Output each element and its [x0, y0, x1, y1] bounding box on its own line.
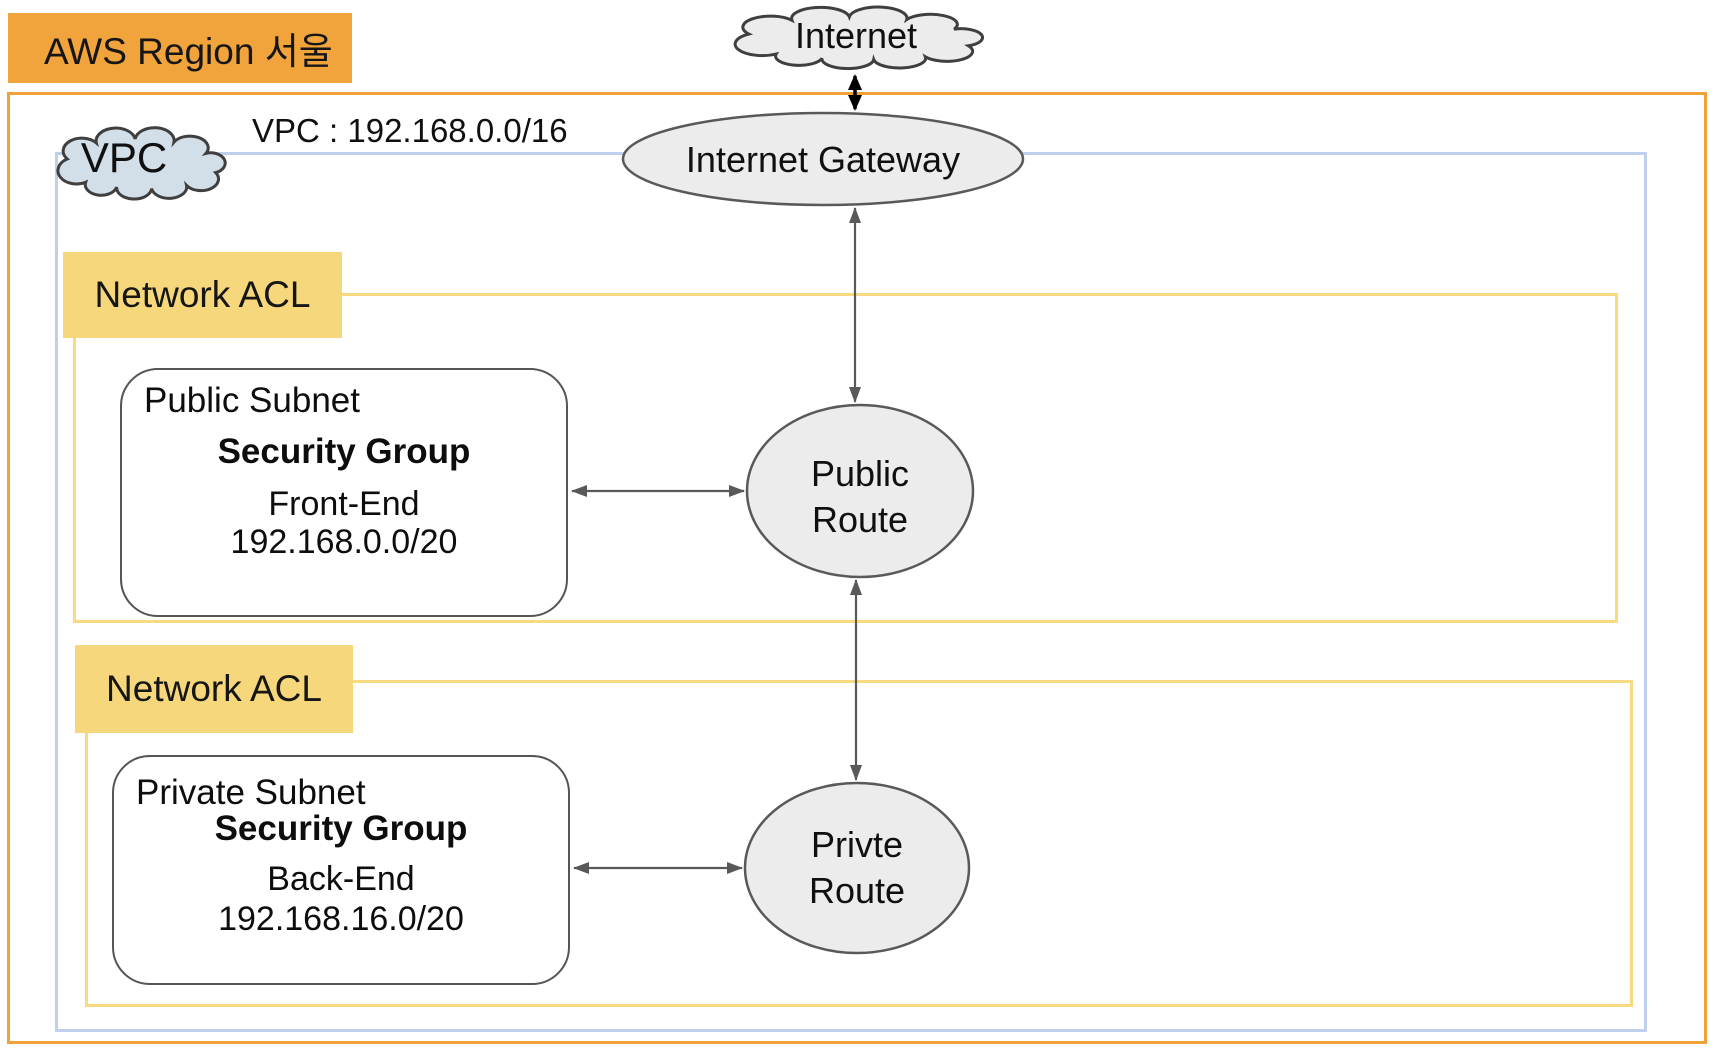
public-subnet-box: Public Subnet Security Group Front-End 1… — [120, 368, 568, 617]
private-security-group-label: Security Group — [214, 809, 468, 848]
network-acl-label-public: Network ACL — [63, 252, 342, 338]
private-subnet-box: Private Subnet Security Group Back-End 1… — [112, 755, 570, 985]
public-subnet-title: Public Subnet — [144, 381, 360, 420]
private-tier-label: Back-End — [267, 860, 415, 898]
private-cidr-label: 192.168.16.0/20 — [218, 900, 464, 938]
internet-cloud-label: Internet — [795, 15, 917, 56]
internet-cloud-icon — [735, 7, 982, 69]
aws-region-label-text: AWS Region 서울 — [44, 31, 333, 72]
vpc-cidr-text: VPC : 192.168.0.0/16 — [252, 112, 568, 149]
network-acl-label-private: Network ACL — [75, 645, 353, 733]
network-acl-label-public-text: Network ACL — [94, 274, 311, 315]
public-cidr-label: 192.168.0.0/20 — [230, 523, 458, 561]
public-security-group-label: Security Group — [217, 432, 471, 471]
aws-region-label: AWS Region 서울 — [8, 13, 352, 83]
network-acl-boundary-public — [73, 293, 1618, 623]
private-subnet-title: Private Subnet — [136, 773, 366, 812]
public-tier-label: Front-End — [268, 485, 420, 523]
network-acl-label-private-text: Network ACL — [106, 668, 322, 709]
